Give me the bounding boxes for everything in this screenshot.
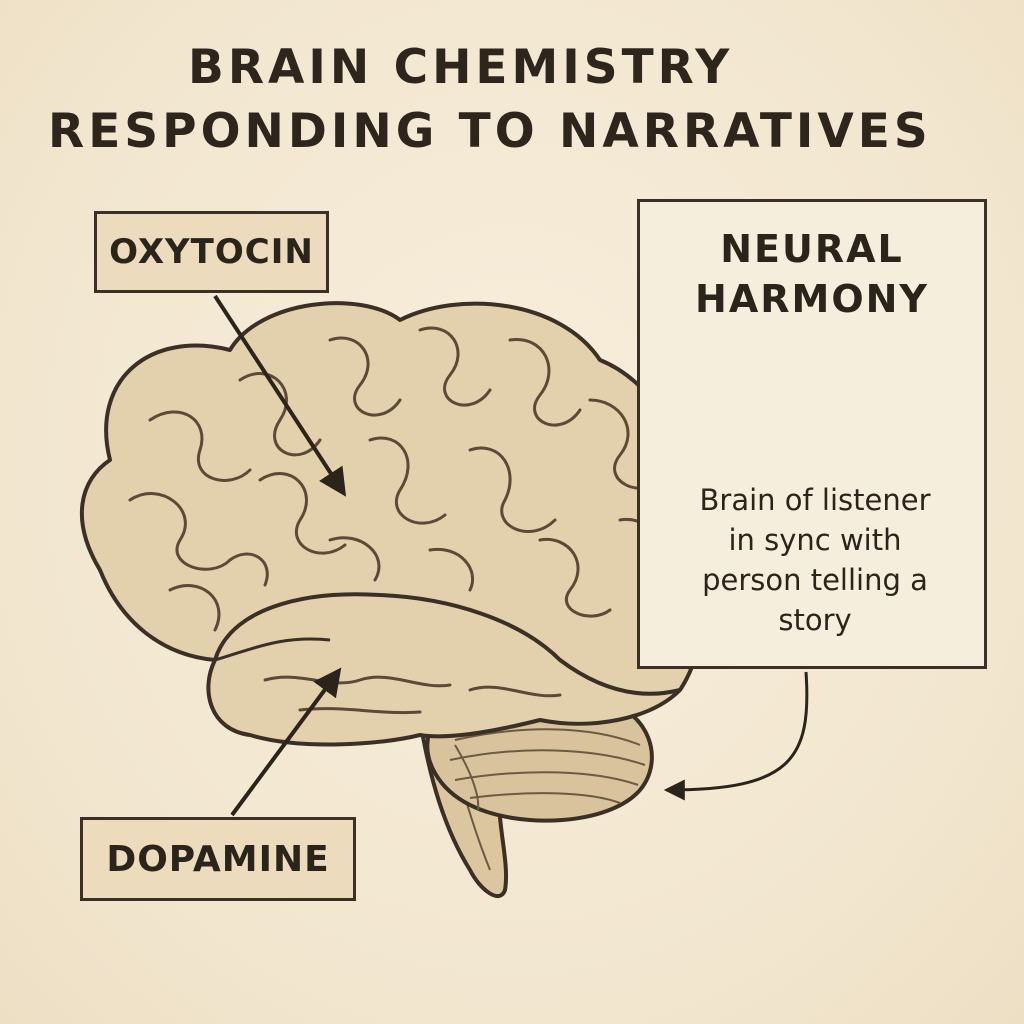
harmony-connector-arrow <box>663 671 809 801</box>
dopamine-label-text: DOPAMINE <box>106 838 330 880</box>
oxytocin-arrow <box>213 294 347 497</box>
title-line-2: RESPONDING TO NARRATIVES <box>48 104 932 159</box>
oxytocin-label-text: OXYTOCIN <box>109 232 314 272</box>
neural-harmony-description: Brain of listener in sync with person te… <box>699 483 931 637</box>
dopamine-label: DOPAMINE <box>80 817 356 901</box>
title-line-1: BRAIN CHEMISTRY <box>188 40 734 95</box>
dopamine-arrow <box>230 667 342 817</box>
cerebrum <box>79 301 709 747</box>
oxytocin-label: OXYTOCIN <box>94 211 329 293</box>
neural-harmony-panel: NEURAL HARMONY Brain of listener in sync… <box>637 199 987 669</box>
neural-harmony-title: NEURAL HARMONY <box>695 227 929 321</box>
